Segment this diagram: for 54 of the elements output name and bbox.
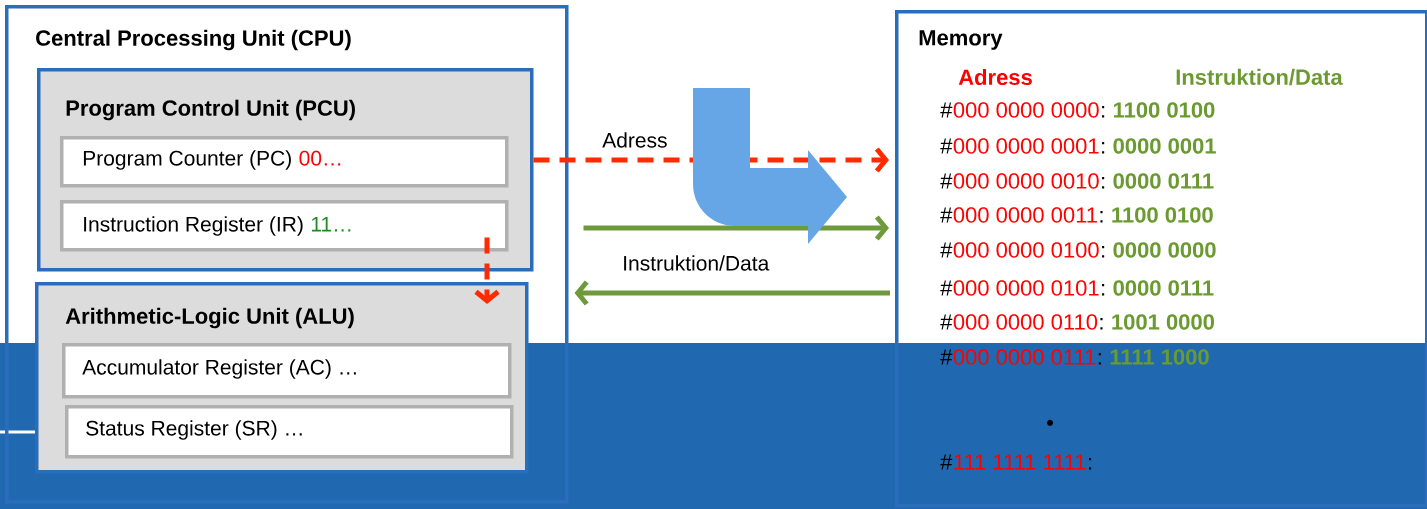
label: 000 0000 0100 — [953, 242, 1099, 258]
label: : — [1102, 105, 1105, 118]
register-box: Accumulator Register (AC) … — [62, 343, 512, 399]
label: # — [940, 102, 953, 118]
arrow — [574, 280, 890, 306]
label: 0000 0111 — [1113, 280, 1214, 296]
register-box: Program Counter (PC) 00… — [60, 136, 509, 188]
memory-row: #111 1111 1111: — [940, 454, 1092, 470]
label: 1111 1000 — [1110, 349, 1209, 365]
label: : — [1100, 210, 1103, 223]
label: : — [1100, 317, 1103, 330]
label: 000 0000 0011 — [953, 207, 1097, 223]
label: # — [940, 207, 953, 223]
label: : — [1102, 141, 1105, 154]
label: 000 0000 0010 — [953, 173, 1099, 189]
arrow — [583, 215, 889, 241]
label: 000 0000 0101 — [953, 280, 1099, 296]
label: 000 0000 0000 — [953, 102, 1099, 118]
label: # — [940, 280, 953, 296]
memory-row: #000 0000 0101 : 0000 0111 — [940, 280, 1214, 296]
column-header: Adress — [958, 68, 1032, 86]
memory-row: #000 0000 0111: 1111 1000 — [940, 349, 1209, 365]
label: 0000 0000 — [1113, 242, 1216, 258]
edge-label: Adress — [600, 130, 670, 150]
column-header: Instruktion/Data — [1176, 68, 1343, 86]
label: # — [940, 173, 953, 189]
label: : — [1098, 352, 1101, 365]
memory-row: #000 0000 0001 : 0000 0001 — [940, 138, 1216, 154]
label: 1100 0100 — [1112, 207, 1213, 223]
label: # — [940, 314, 953, 330]
arrow — [533, 147, 889, 173]
label: 0000 0001 — [1113, 138, 1216, 154]
label: 1001 0000 — [1112, 314, 1214, 330]
arrow — [474, 237, 500, 304]
label: : — [1102, 176, 1105, 189]
label: 000 0000 0110 — [953, 314, 1098, 330]
label: 000 0000 0001 — [953, 138, 1099, 154]
memory-row: #000 0000 0011: 1100 0100 — [940, 207, 1213, 223]
label: # — [940, 138, 953, 154]
label: 1100 0100 — [1113, 102, 1215, 118]
memory-row: #000 0000 0010: 0000 0111 — [940, 173, 1214, 189]
register-box: Status Register (SR) … — [65, 405, 514, 459]
edge-label: Instruktion/Data — [620, 253, 772, 273]
memory-row: #000 0000 0100: 0000 0000 — [940, 242, 1216, 258]
memory-row: #000 0000 0000: 1100 0100 — [940, 102, 1215, 118]
ellipsis-dot: • — [1047, 419, 1054, 426]
label: : — [1102, 245, 1105, 258]
label: 000 0000 0111 — [953, 349, 1096, 365]
label: 0000 0111 — [1113, 173, 1214, 189]
label: : — [1102, 283, 1105, 296]
memory-row: #000 0000 0110: 1001 0000 — [940, 314, 1214, 330]
label: # — [940, 349, 953, 365]
register-box: Instruction Register (IR) 11… — [60, 200, 509, 252]
label: # — [940, 242, 953, 258]
